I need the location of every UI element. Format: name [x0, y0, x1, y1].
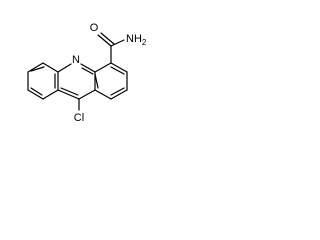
central-ring	[57, 63, 96, 111]
bond	[27, 89, 44, 100]
bond	[42, 89, 59, 100]
amide-nh-text: NH	[126, 33, 142, 45]
bond	[94, 89, 112, 100]
bond	[42, 62, 59, 73]
bond	[110, 39, 125, 47]
bond	[110, 87, 125, 96]
bond	[81, 67, 94, 75]
ring-nitrogen-label: N	[72, 54, 80, 66]
amide-nitrogen-label: NH2	[126, 33, 147, 47]
bond	[100, 32, 115, 45]
bond	[110, 62, 128, 73]
bond	[30, 87, 43, 96]
bond	[57, 89, 80, 100]
bond	[60, 87, 79, 96]
amide-h-count: 2	[142, 38, 147, 47]
acridine-carboxamide-structure: N O NH2 Cl	[27, 22, 147, 124]
carboxamide-group	[97, 32, 125, 64]
left-ring	[27, 62, 59, 100]
bond	[30, 66, 45, 72]
bond	[80, 63, 96, 73]
bond	[94, 73, 99, 89]
carbonyl-oxygen-label: O	[90, 22, 99, 34]
bond	[94, 62, 112, 73]
bond	[57, 63, 72, 73]
bond	[97, 34, 112, 47]
bond	[110, 66, 125, 75]
bond	[27, 62, 44, 73]
chlorine-label: Cl	[74, 112, 84, 124]
right-ring	[94, 62, 128, 100]
bond	[110, 89, 128, 100]
bond	[78, 89, 96, 100]
